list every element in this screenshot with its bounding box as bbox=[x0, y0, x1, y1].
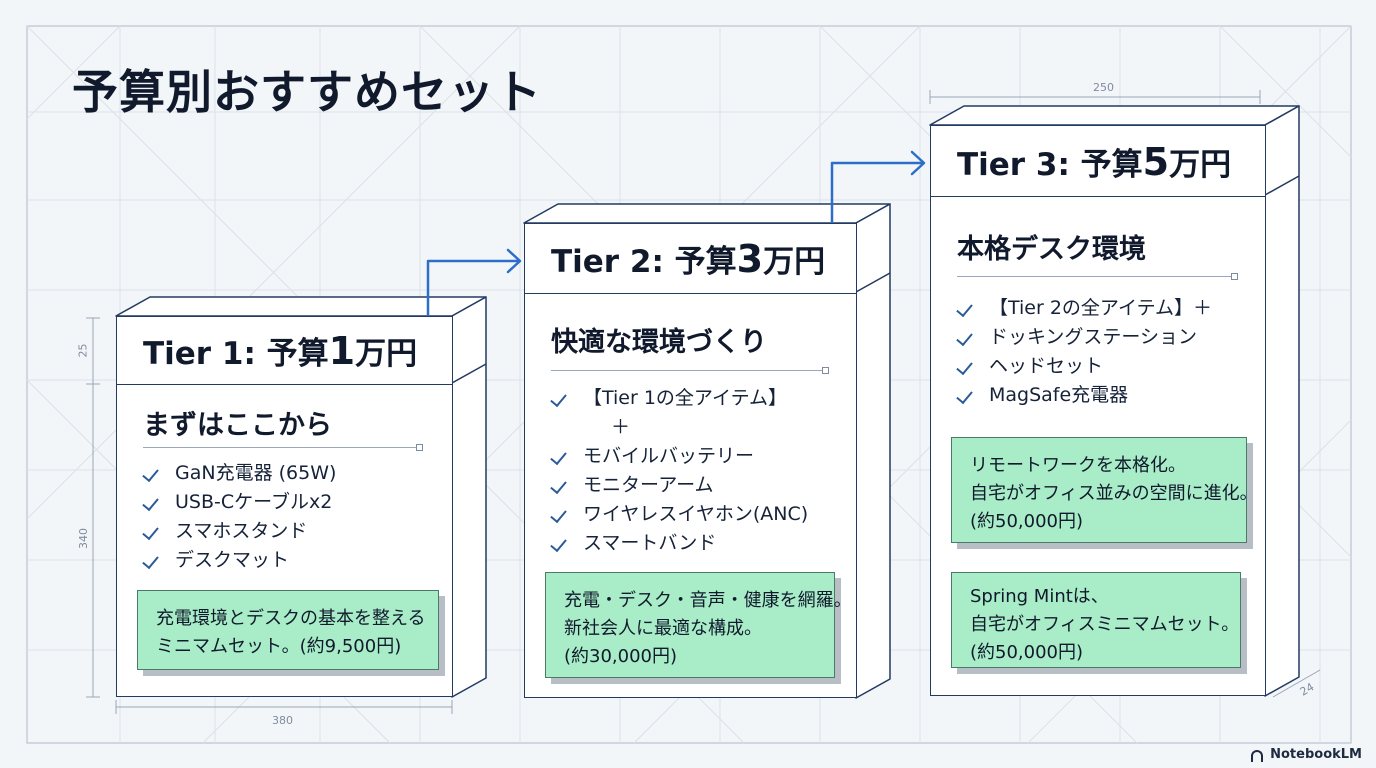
tier-3-card: Tier 3: 予算5万円 本格デスク環境 【Tier 2の全アイテム】＋ ドッ… bbox=[930, 125, 1266, 696]
tier-2-subtitle: 快適な環境づくり bbox=[551, 327, 767, 358]
list-item: スマートバンド bbox=[551, 529, 808, 558]
list-item: モバイルバッテリー bbox=[551, 442, 808, 471]
check-icon bbox=[143, 465, 161, 481]
tier-1-label: Tier 1: 予算1万円 bbox=[143, 329, 418, 373]
tier-2-summary-note: 充電・デスク・音声・健康を網羅。 新社会人に最適な構成。 (約30,000円) bbox=[545, 572, 852, 678]
check-icon bbox=[957, 329, 975, 345]
list-item: 【Tier 1の全アイテム】 bbox=[551, 384, 808, 413]
tier-1-item-list: GaN充電器 (65W) USB-Cケーブルx2 スマホスタンド デスクマット bbox=[143, 459, 336, 575]
tier-2-divider bbox=[551, 367, 829, 374]
list-item: GaN充電器 (65W) bbox=[143, 459, 336, 488]
list-item: 【Tier 2の全アイテム】＋ bbox=[957, 294, 1212, 323]
check-icon bbox=[957, 358, 975, 374]
dimension-label-width-tier3: 250 bbox=[1093, 81, 1114, 94]
list-item: ヘッドセット bbox=[957, 352, 1212, 381]
check-icon bbox=[143, 494, 161, 510]
tier-2-item-list: 【Tier 1の全アイテム】 ＋ モバイルバッテリー モニターアーム ワイヤレス… bbox=[551, 384, 808, 558]
check-icon bbox=[551, 535, 569, 551]
list-item: ＋ bbox=[611, 416, 631, 438]
list-item: MagSafe充電器 bbox=[957, 381, 1212, 410]
tier-3-item-list: 【Tier 2の全アイテム】＋ ドッキングステーション ヘッドセット MagSa… bbox=[957, 294, 1212, 410]
check-icon bbox=[551, 506, 569, 522]
check-icon bbox=[143, 552, 161, 568]
check-icon bbox=[551, 390, 569, 406]
brand-watermark: NotebookLM bbox=[1251, 747, 1362, 762]
list-item: モニターアーム bbox=[551, 471, 808, 500]
list-item: スマホスタンド bbox=[143, 517, 336, 546]
tier-1-summary-note: 充電環境とデスクの基本を整える ミニマムセット。(約9,500円) bbox=[137, 590, 439, 670]
tier-3-label: Tier 3: 予算5万円 bbox=[957, 139, 1232, 184]
dimension-label-height-body: 340 bbox=[77, 528, 90, 549]
check-icon bbox=[551, 477, 569, 493]
tier-3-divider bbox=[957, 273, 1238, 280]
check-icon bbox=[957, 300, 975, 316]
notebooklm-logo-icon bbox=[1251, 749, 1265, 762]
tier-2-label: Tier 2: 予算3万円 bbox=[551, 237, 826, 281]
check-icon bbox=[143, 523, 161, 539]
tier-3-spring-mint-note: Spring Mintは、 自宅がオフィスミニマムセット。 (約50,000円) bbox=[951, 572, 1241, 668]
tier-3-subtitle: 本格デスク環境 bbox=[957, 234, 1146, 265]
tier-2-header: Tier 2: 予算3万円 bbox=[525, 224, 856, 294]
tier-1-header: Tier 1: 予算1万円 bbox=[117, 317, 452, 385]
tier-1-divider bbox=[143, 444, 423, 451]
tier-1-subtitle: まずはここから bbox=[143, 410, 332, 441]
dimension-label-height-header: 25 bbox=[76, 343, 90, 358]
list-item: ワイヤレスイヤホン(ANC) bbox=[551, 500, 808, 529]
tier-2-card: Tier 2: 予算3万円 快適な環境づくり 【Tier 1の全アイテム】 ＋ … bbox=[524, 223, 857, 698]
dimension-label-width-tier1: 380 bbox=[272, 714, 293, 727]
list-item: USB-Cケーブルx2 bbox=[143, 488, 336, 517]
tier-1-card: Tier 1: 予算1万円 まずはここから GaN充電器 (65W) USB-C… bbox=[116, 316, 453, 697]
check-icon bbox=[957, 387, 975, 403]
list-item: ドッキングステーション bbox=[957, 323, 1212, 352]
list-item: デスクマット bbox=[143, 546, 336, 575]
page-title: 予算別おすすめセット bbox=[72, 65, 542, 119]
tier-3-header: Tier 3: 予算5万円 bbox=[931, 126, 1265, 197]
tier-3-summary-note: リモートワークを本格化。 自宅がオフィス並みの空間に進化。 (約50,000円) bbox=[951, 437, 1258, 543]
check-icon bbox=[551, 448, 569, 464]
